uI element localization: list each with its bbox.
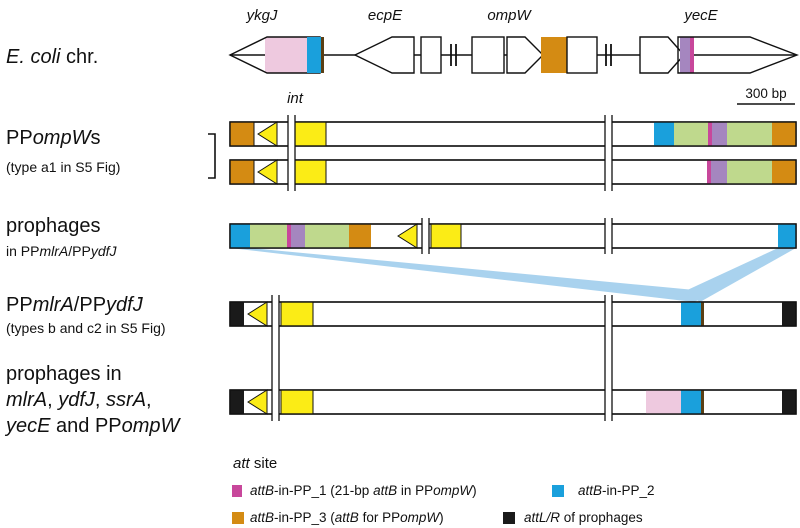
attlr-block xyxy=(230,302,244,326)
row-label-prophages-in: prophages in xyxy=(6,363,122,385)
yece-upstream-gene xyxy=(639,36,685,74)
break-mark-lower-right xyxy=(604,295,613,421)
break-mark-left xyxy=(287,115,296,191)
row-sublabel-ppompw: (type a1 in S5 Fig) xyxy=(6,159,120,175)
yece-purple-site xyxy=(680,37,690,73)
green-region xyxy=(727,122,772,146)
row-sublabel-ppmlra: (types b and c2 in S5 Fig) xyxy=(6,320,166,336)
legend-item-attb-pp2: attB-in-PP_2 xyxy=(578,483,655,498)
attlr-block xyxy=(782,302,796,326)
int-promoter-triangle xyxy=(257,159,278,185)
ecpe-gene-arrow xyxy=(353,36,415,74)
attb-pp2-block xyxy=(654,122,674,146)
break-mark-prophage-left xyxy=(421,218,430,254)
ppompw-track-2 xyxy=(229,159,797,185)
ecpe-adjacent-gene xyxy=(420,36,442,74)
ppompw-track-1 xyxy=(229,121,797,147)
ykgj-att-shade xyxy=(265,37,307,73)
purple-region xyxy=(291,224,305,248)
row-label-prophages-genes: mlrA, ydfJ, ssrA, xyxy=(6,389,152,411)
yece-gene-arrow xyxy=(677,36,799,74)
ompw-gene-arrow xyxy=(506,36,544,74)
attb-pp3-block xyxy=(772,122,796,146)
green-region xyxy=(674,122,708,146)
row-label-ppompw: PPompWs xyxy=(6,127,100,149)
gene-label-ykgj: ykgJ xyxy=(246,7,278,24)
legend-swatch-blue xyxy=(552,485,564,497)
ompw-attb-site xyxy=(541,37,567,73)
attb-pp2-block xyxy=(778,224,796,248)
gene-label-ecpe: ecpE xyxy=(368,7,403,24)
ecoli-chromosome-track: E. coli chr. xyxy=(6,36,799,74)
attb-pp3-block xyxy=(349,224,371,248)
int-gene-block xyxy=(280,389,314,415)
ompw-downstream-gene xyxy=(566,36,598,74)
legend-item-attb-pp1: attB-in-PP_1 (21-bp attB in PPompW) xyxy=(250,483,477,498)
break-mark-lower-left xyxy=(271,295,280,421)
ppompw-bracket xyxy=(208,133,216,179)
chromosome-break-2 xyxy=(605,44,612,66)
attb-pp2-block xyxy=(230,224,250,248)
int-gene-block xyxy=(280,301,314,327)
int-promoter-triangle xyxy=(397,223,418,249)
ykgj-attl-marker xyxy=(321,37,324,73)
legend: att site attB-in-PP_1 (21-bp attB in PPo… xyxy=(232,455,655,525)
purple-region xyxy=(711,160,727,184)
green-region xyxy=(250,224,287,248)
blue-connector-left xyxy=(230,248,716,302)
green-region xyxy=(727,160,772,184)
row-label-ecoli: E. coli chr. xyxy=(6,46,98,68)
blue-connector-right xyxy=(683,248,796,302)
int-gene-block xyxy=(293,159,327,185)
break-mark-prophage-right xyxy=(604,218,613,254)
gene-label-ompw: ompW xyxy=(487,7,532,24)
legend-swatch-pink xyxy=(232,485,242,497)
attlr-block xyxy=(230,390,244,414)
int-promoter-triangle xyxy=(247,389,268,415)
legend-item-attlr: attL/R of prophages xyxy=(524,510,643,525)
int-gene-label: int xyxy=(287,90,304,107)
prophages-various-track xyxy=(229,389,797,415)
chromosome-break-1 xyxy=(450,44,457,66)
attb-pp1-block xyxy=(287,224,291,248)
int-gene-block xyxy=(293,121,327,147)
int-gene-block xyxy=(430,223,462,249)
row-label-ppmlra: PPmlrA/PPydfJ xyxy=(6,294,144,316)
attb-pp1-block xyxy=(707,160,711,184)
legend-swatch-black xyxy=(503,512,515,524)
prophage-track-in-pp xyxy=(229,223,797,249)
green-region xyxy=(305,224,349,248)
yece-pink-site xyxy=(690,37,694,73)
break-mark-middle xyxy=(604,115,613,191)
ykgj-blue-site xyxy=(307,37,321,73)
attlr-marker xyxy=(701,390,704,414)
attb-pp1-block xyxy=(708,122,712,146)
attb-pp3-block xyxy=(229,159,255,185)
attb-pp2-block xyxy=(681,302,701,326)
scale-bar-label: 300 bp xyxy=(745,86,786,101)
row-label-prophages: prophages xyxy=(6,215,101,237)
row-label-prophages-yece: yecE and PPompW xyxy=(4,415,182,437)
ompw-upstream-gene xyxy=(471,36,505,74)
track-break-marks xyxy=(271,115,613,421)
attb-pp3-block xyxy=(229,121,255,147)
row-sublabel-prophages: in PPmlrA/PPydfJ xyxy=(6,243,118,259)
legend-swatch-orange xyxy=(232,512,244,524)
int-promoter-triangle xyxy=(257,121,278,147)
legend-title: att site xyxy=(233,455,277,472)
attlr-block xyxy=(782,390,796,414)
legend-item-attb-pp3: attB-in-PP_3 (attB for PPompW) xyxy=(250,510,444,525)
ppmlra-track xyxy=(229,301,797,327)
attb-pp2-block xyxy=(681,390,701,414)
int-promoter-triangle xyxy=(247,301,268,327)
light-pink-region xyxy=(646,390,681,414)
attb-pp3-block xyxy=(772,160,796,184)
purple-region xyxy=(712,122,727,146)
gene-label-yece: yecE xyxy=(683,7,718,24)
attlr-marker xyxy=(701,302,704,326)
